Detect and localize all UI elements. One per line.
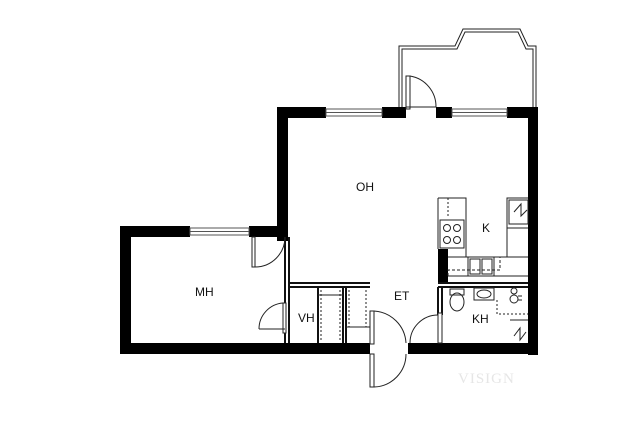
toilet-icon [449, 288, 465, 312]
room-label-bedroom: MH [195, 285, 214, 299]
door-bedroom [251, 236, 286, 268]
stove-icon [439, 219, 465, 249]
watermark: VISIGN [458, 371, 515, 387]
kitchen-sink-icon [467, 256, 495, 277]
doors [251, 75, 443, 388]
fridge-icon [508, 199, 529, 225]
washbasin-icon [473, 287, 495, 301]
kitchen-fixtures [437, 197, 529, 277]
shower-icon [509, 287, 522, 304]
door-bathroom [409, 312, 443, 344]
closet-shelves [318, 290, 370, 341]
windows [189, 108, 508, 236]
room-label-closet: VH [298, 311, 315, 325]
exterior-walls [120, 107, 538, 355]
bathroom-fixtures [449, 287, 528, 342]
room-label-hall: ET [394, 289, 410, 303]
door-balcony [405, 75, 437, 110]
balcony [398, 28, 537, 107]
room-label-bathroom: KH [472, 312, 489, 326]
room-label-kitchen: K [482, 221, 490, 235]
door-entrance [369, 310, 407, 388]
door-closet [258, 302, 287, 334]
room-label-living: OH [356, 180, 374, 194]
